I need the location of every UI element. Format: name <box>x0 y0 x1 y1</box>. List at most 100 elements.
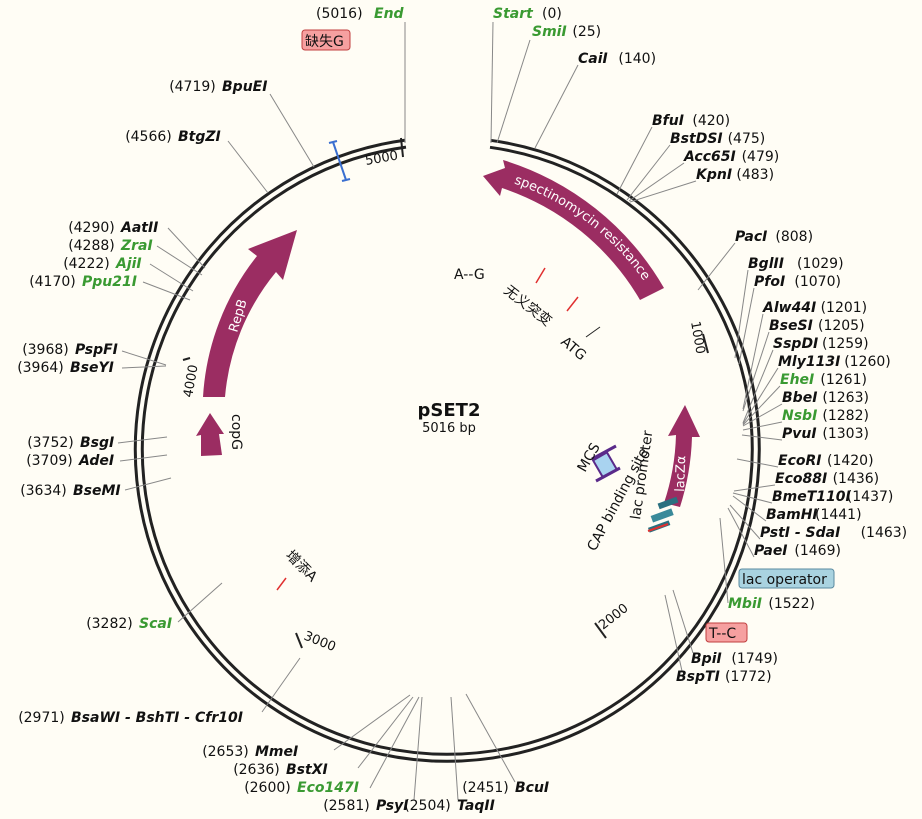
site-position: (5016) <box>316 6 363 22</box>
mcs-glyph <box>591 444 621 483</box>
site-name: SmiI <box>532 24 567 40</box>
site-label: NsbI(1282) <box>782 408 869 424</box>
site-label: BamHI(1441) <box>766 507 862 523</box>
site-position: (2636) <box>233 762 280 778</box>
site-position: (1463) <box>861 525 908 541</box>
site-name: Start <box>493 6 534 22</box>
site-position: (140) <box>618 51 656 67</box>
site-position: (3634) <box>20 483 67 499</box>
site-label: BtgZI (4566) <box>125 129 221 145</box>
site-leader-lines <box>117 21 783 801</box>
site-label: BfuI(420) <box>652 113 730 129</box>
site-name: EcoRI <box>778 453 821 469</box>
site-label: BmeT110I(1437) <box>772 489 893 505</box>
deletion-g-label: 缺失G <box>305 34 344 50</box>
leader-line <box>465 693 516 783</box>
site-label: PsyI (2581) <box>323 798 408 814</box>
site-label: PaeI(1469) <box>754 543 841 559</box>
feature-repb: RepB <box>203 230 297 397</box>
site-name: BseYI <box>70 360 114 376</box>
site-labels: End(5016)Start(0)SmiI(25)CaiI(140)BfuI(4… <box>17 6 907 814</box>
leader-line <box>149 263 194 292</box>
site-name: BtgZI <box>178 129 221 145</box>
site-label: BcuI(2451) <box>462 780 549 796</box>
site-label: BstDSI(475) <box>670 131 765 147</box>
box-lac-operator: lac operator <box>738 568 835 589</box>
feature-spectinomycin: spectinomycin resistance <box>483 160 664 300</box>
site-position: (0) <box>542 6 562 22</box>
site-position: (1749) <box>731 651 778 667</box>
leader-line <box>616 126 653 195</box>
site-name: Ppu21I <box>82 274 137 290</box>
leader-line <box>119 454 168 462</box>
site-label: BseMI(3634) <box>20 483 120 499</box>
site-name: BspTI <box>676 669 720 685</box>
site-position: (4566) <box>125 129 172 145</box>
lacza-label: lacZα <box>673 455 689 492</box>
site-name: SspDI <box>773 336 818 352</box>
site-label: Mly113I(1260) <box>778 354 891 370</box>
leader-line <box>333 694 411 751</box>
site-name: BglII <box>748 256 784 272</box>
leader-line <box>413 696 423 801</box>
tick-2000: 2000 <box>596 601 631 633</box>
site-position: (1201) <box>821 300 868 316</box>
site-label: AatII(4290) <box>68 220 158 236</box>
box-deletion-g: 缺失G <box>301 29 351 51</box>
site-label: PstI - SdaI (1463) <box>760 525 907 541</box>
site-position: (2581) <box>323 798 370 814</box>
site-label: End (5016) <box>316 6 405 22</box>
site-label: PspFI(3968) <box>22 342 118 358</box>
site-position: (25) <box>572 24 601 40</box>
insertion-a-label: 增添A <box>282 548 320 586</box>
site-label: BsgI(3752) <box>27 435 114 451</box>
site-name: End <box>374 6 405 22</box>
leader-line <box>357 696 414 769</box>
site-label: PacI(808) <box>735 229 813 245</box>
site-name: ScaI <box>139 616 172 632</box>
site-name: BsgI <box>80 435 114 451</box>
leader-line <box>124 477 172 491</box>
site-label: Start (0) <box>493 6 562 22</box>
site-position: (2653) <box>202 744 249 760</box>
site-position: (1205) <box>818 318 865 334</box>
site-position: (1029) <box>797 256 844 272</box>
site-position: (1260) <box>844 354 891 370</box>
leader-line <box>742 367 779 425</box>
site-label: BsaWI - BshTI - Cfr10I(2971) <box>18 710 243 726</box>
promoter-glyphs <box>647 496 679 533</box>
tick-5000: 5000 <box>364 148 399 169</box>
feature-lacza: lacZα <box>664 405 700 507</box>
site-label: BglII (1029) <box>748 256 844 272</box>
leader-line <box>117 436 168 444</box>
leader-line <box>697 242 736 291</box>
leader-line <box>261 657 301 713</box>
site-name: PfoI <box>754 274 785 290</box>
leader-line <box>741 434 783 441</box>
site-name: BstXI <box>286 762 328 778</box>
site-name: PstI - SdaI <box>760 525 840 541</box>
site-label: Alw44I(1201) <box>762 300 867 316</box>
leader-line <box>269 93 315 168</box>
site-position: (1070) <box>794 274 841 290</box>
leader-line <box>733 484 776 492</box>
site-label: TaqII(2504) <box>404 798 495 814</box>
copg-label: copG <box>228 414 244 450</box>
site-name: Eco88I <box>775 471 827 487</box>
site-name: PsyI <box>376 798 408 814</box>
leader-line <box>628 162 685 202</box>
site-position: (1772) <box>725 669 772 685</box>
site-position: (3968) <box>22 342 69 358</box>
site-name: PaeI <box>754 543 788 559</box>
site-position: (1303) <box>822 426 869 442</box>
site-name: EheI <box>780 372 814 388</box>
leader-line <box>732 492 773 504</box>
site-label: Eco147I(2600) <box>244 780 359 796</box>
leader-line <box>738 287 755 365</box>
site-name: NsbI <box>782 408 817 424</box>
leader-line <box>121 350 167 366</box>
site-position: (4719) <box>169 79 216 95</box>
site-name: AdeI <box>78 453 114 469</box>
leader-line <box>742 313 764 410</box>
